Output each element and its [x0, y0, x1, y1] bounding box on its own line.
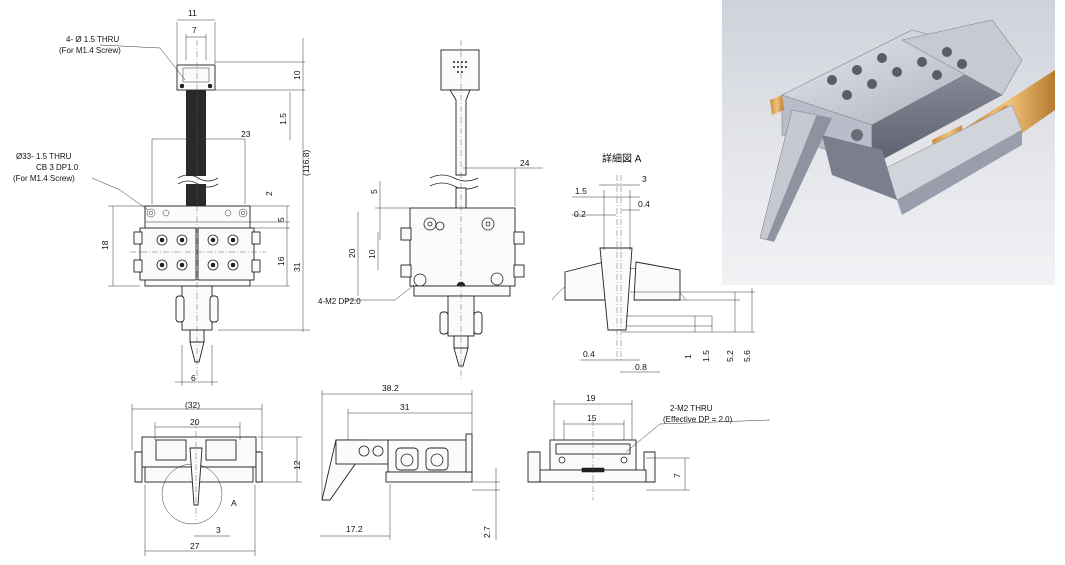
label-33-thru: Ø33- 1.5 THRU: [16, 152, 72, 161]
side-bottom-dim-17-2: 17.2: [346, 524, 363, 534]
end-view: [527, 400, 771, 500]
dim-18: 18: [100, 240, 110, 250]
front-view-dimensions: [91, 19, 310, 386]
dim-2: 2: [264, 191, 274, 196]
front-view: [130, 40, 266, 380]
label-m2-dp: 4-M2 DP2.0: [318, 297, 361, 306]
side-view: [346, 40, 543, 380]
bottom-view: [131, 404, 302, 556]
side-bottom-view: [320, 390, 500, 540]
detail-dim-3: 3: [642, 174, 647, 184]
label-m2-thru: 2-M2 THRU: [670, 404, 713, 413]
render-3d-panel: [722, 0, 1055, 285]
dim-6: 6: [191, 373, 196, 383]
dim-10: 10: [292, 70, 302, 80]
bottom-dim-27: 27: [190, 541, 200, 551]
bottom-dim-32: (32): [185, 400, 200, 410]
dim-31: 31: [292, 262, 302, 272]
detail-a-view: [551, 175, 755, 373]
side-dim-5: 5: [369, 189, 379, 194]
label-4-thru-note: (For M1.4 Screw): [59, 46, 121, 55]
label-4-thru: 4- Ø 1.5 THRU: [66, 35, 119, 44]
dim-23: 23: [241, 129, 251, 139]
dim-116-8: (116.8): [301, 150, 311, 176]
label-cb: CB 3 DP1.0: [36, 163, 79, 172]
end-dim-19: 19: [586, 393, 596, 403]
side-bottom-dim-38-2: 38.2: [382, 383, 399, 393]
end-dim-15: 15: [587, 413, 597, 423]
bottom-label-A: A: [231, 498, 237, 508]
detail-dim-0-8: 0.8: [635, 362, 647, 372]
bottom-dim-12: 12: [292, 460, 302, 470]
end-dim-7: 7: [672, 473, 682, 478]
side-bottom-dim-31: 31: [400, 402, 410, 412]
dim-1-5: 1.5: [278, 113, 288, 125]
detail-dim-1: 1: [683, 354, 693, 359]
detail-dim-1-5: 1.5: [575, 186, 587, 196]
side-bottom-dim-2-7: 2.7: [482, 526, 492, 538]
detail-dim-1-5b: 1.5: [701, 350, 711, 362]
bottom-dim-3: 3: [216, 525, 221, 535]
side-dim-24: 24: [520, 158, 530, 168]
detail-dim-0-2: 0.2: [574, 209, 586, 219]
gripper-3d-render: [759, 19, 1055, 242]
side-dim-10: 10: [367, 249, 377, 259]
detail-dim-5-6: 5.6: [742, 350, 752, 362]
bottom-dim-20: 20: [190, 417, 200, 427]
label-m2-thru-note: (Effective DP = 2.0): [663, 415, 733, 424]
detail-dim-0-4-bottom: 0.4: [583, 349, 595, 359]
side-dim-20: 20: [347, 248, 357, 258]
dim-11: 11: [188, 8, 197, 18]
dim-5: 5: [276, 217, 286, 222]
dim-7: 7: [192, 25, 197, 35]
detail-dim-5-2: 5.2: [725, 350, 735, 362]
dim-16: 16: [276, 256, 286, 266]
label-cb-note: (For M1.4 Screw): [13, 174, 75, 183]
detail-dim-0-4-top: 0.4: [638, 199, 650, 209]
detail-title: 詳細図 A: [602, 152, 642, 165]
